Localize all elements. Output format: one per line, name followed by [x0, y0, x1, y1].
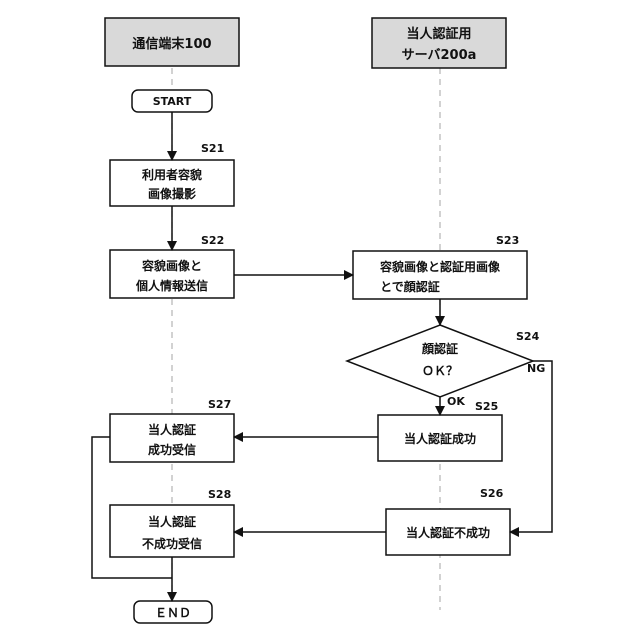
- step-id-s24: S24: [516, 330, 540, 343]
- step-id-s28: S28: [208, 488, 231, 501]
- step-id-s26: S26: [480, 487, 504, 500]
- step-s25: 当人認証成功: [378, 415, 502, 461]
- arrow-s24-to-s26: [510, 361, 552, 532]
- step-s26: 当人認証不成功: [386, 509, 510, 555]
- step-id-s23: S23: [496, 234, 519, 247]
- step-s28-line1: 当人認証: [148, 514, 196, 529]
- left-lane-header: 通信端末100: [105, 18, 239, 66]
- step-id-s22: S22: [201, 234, 224, 247]
- decision-s24-line1: 顔認証: [421, 341, 458, 356]
- step-s27-line2: 成功受信: [148, 442, 196, 457]
- step-s28-line2: 不成功受信: [142, 536, 202, 551]
- step-s26-label: 当人認証不成功: [406, 525, 490, 540]
- end-label: ＥＮＤ: [155, 606, 191, 620]
- step-s28: 当人認証 不成功受信: [110, 505, 234, 557]
- decision-s24-line2: ＯＫ？: [422, 364, 458, 378]
- start-terminal: START: [132, 90, 212, 112]
- step-s25-label: 当人認証成功: [404, 431, 476, 446]
- step-s23: 容貌画像と認証用画像 とで顔認証: [353, 251, 527, 299]
- step-id-s25: S25: [475, 400, 498, 413]
- right-lane-label-line1: 当人認証用: [406, 26, 471, 42]
- step-s22: 容貌画像と 個人情報送信: [110, 250, 234, 298]
- start-label: START: [153, 95, 192, 108]
- step-id-s21: S21: [201, 142, 224, 155]
- decision-s24: 顔認証 ＯＫ？: [347, 325, 533, 397]
- step-id-s27: S27: [208, 398, 231, 411]
- left-lane-label: 通信端末100: [132, 36, 211, 52]
- branch-ng-label: NG: [527, 362, 545, 375]
- end-terminal: ＥＮＤ: [134, 601, 212, 623]
- step-s23-line1: 容貌画像と認証用画像: [379, 259, 501, 274]
- right-lane-label-line2: サーバ200a: [402, 48, 477, 63]
- step-s21-line2: 画像撮影: [148, 186, 196, 201]
- step-s21-line1: 利用者容貌: [142, 167, 202, 182]
- step-s21: 利用者容貌 画像撮影: [110, 160, 234, 206]
- branch-ok-label: OK: [447, 395, 465, 408]
- step-s22-line1: 容貌画像と: [141, 258, 202, 273]
- step-s27: 当人認証 成功受信: [110, 414, 234, 462]
- step-s23-line2: とで顔認証: [380, 279, 440, 294]
- step-s22-line2: 個人情報送信: [135, 278, 208, 293]
- step-s27-line1: 当人認証: [148, 422, 196, 437]
- right-lane-header: 当人認証用 サーバ200a: [372, 18, 506, 68]
